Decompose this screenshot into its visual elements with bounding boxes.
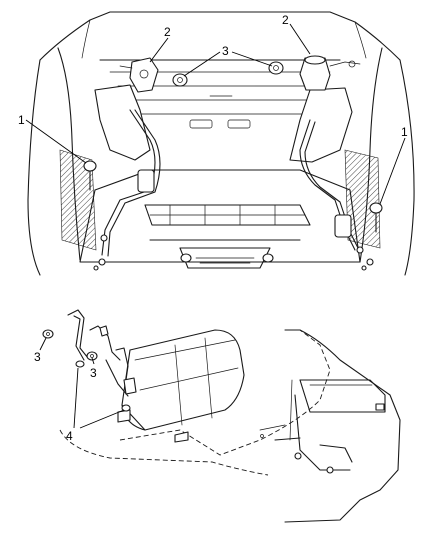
callout-labels: 1 1 2 2 3 3 3 4 (18, 13, 408, 443)
lower-anchor-left (83, 160, 97, 191)
callout-4: 4 (66, 429, 73, 443)
upper-anchor-left (119, 57, 159, 93)
callout-2-left: 2 (164, 25, 171, 39)
upper-anchor-right (299, 55, 361, 91)
callout-1-right: 1 (401, 125, 408, 139)
callout-1-left: 1 (18, 113, 25, 127)
bottom-view-seat-installation (39, 309, 401, 523)
nut-lower-right (121, 404, 131, 412)
callout-3-top: 3 (222, 44, 229, 58)
lower-anchor-right (369, 202, 383, 233)
bolt-lower-lower (86, 351, 98, 361)
callout-3-bottom-lower: 3 (90, 366, 97, 380)
bolt-part-3-right (268, 61, 284, 75)
bolt-part-3-left (172, 73, 188, 87)
top-view-cargo-area (25, 11, 415, 276)
bolt-lower-upper (42, 329, 54, 339)
callout-3-bottom-upper: 3 (34, 350, 41, 364)
callout-2-right: 2 (282, 13, 289, 27)
nut-lower-left (75, 360, 85, 368)
